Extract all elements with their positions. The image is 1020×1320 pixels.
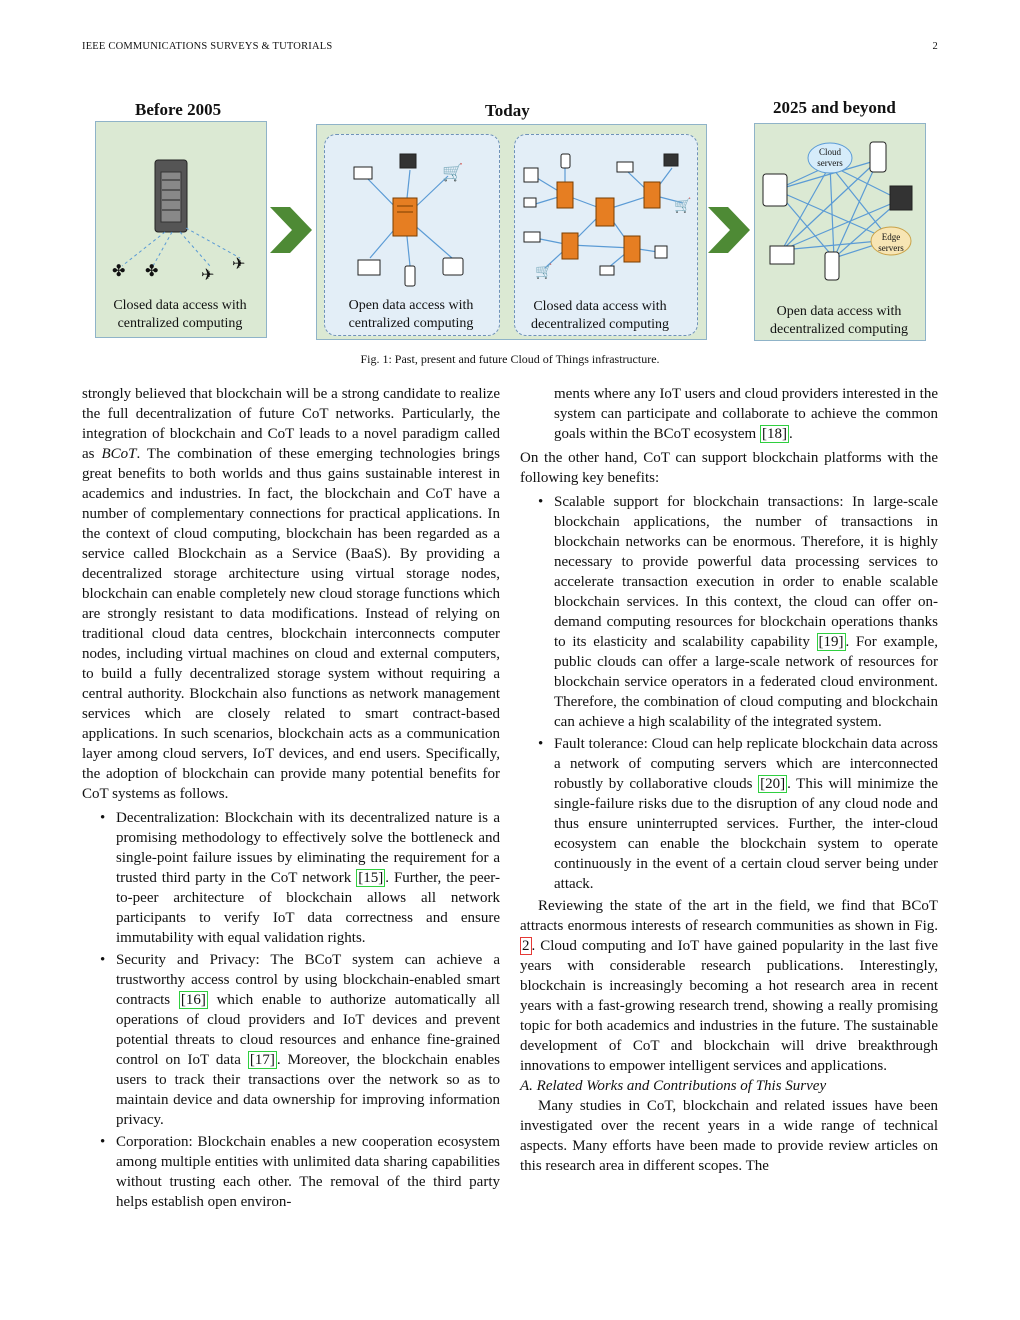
laptop-icon [616, 161, 634, 173]
server-icon [561, 232, 579, 260]
title-before-2005: Before 2005 [135, 100, 222, 119]
phone-icon [404, 265, 416, 287]
router-icon [663, 153, 679, 167]
monitor-icon [599, 265, 615, 276]
list-item: Corporation: Blockchain enables a new co… [82, 1132, 500, 1212]
airplane-icon: ✈ [201, 267, 214, 284]
router-icon [889, 185, 913, 211]
central-server-icon [392, 197, 418, 237]
edge-server-icon [870, 226, 912, 256]
server-icon [556, 181, 574, 209]
figure-1: Before 2005 Today 2025 and beyond ✤ [0, 90, 1020, 350]
tablet-icon [523, 167, 539, 183]
paragraph: strongly believed that blockchain will b… [82, 386, 500, 802]
server-icon [623, 235, 641, 263]
cot-benefits-list: Scalable support for blockchain transact… [520, 492, 938, 894]
cart-icon: 🛒 [442, 162, 463, 182]
figure-link[interactable]: 2 [520, 937, 532, 955]
figure-drawing: ✤ ✤ ✈ ✈ 🛒 [112, 141, 913, 287]
phone-icon [869, 141, 887, 173]
dashed-links [121, 227, 241, 267]
cart-icon: 🛒 [535, 263, 552, 280]
citation-link[interactable]: [19] [816, 633, 846, 651]
paragraph: On the other hand, CoT can support block… [520, 450, 938, 486]
citation-link[interactable]: [16] [178, 991, 208, 1009]
phone-icon [560, 153, 571, 169]
list-item: Fault tolerance: Cloud can help replicat… [520, 734, 938, 894]
chevron-arrow-icon [708, 207, 750, 253]
blockchain-benefits-list: Decentralization: Blockchain with its de… [82, 808, 500, 1212]
drone-icons: ✤ ✤ ✈ ✈ [112, 256, 245, 284]
list-item: Scalable support for blockchain transact… [520, 492, 938, 732]
drone-icon: ✤ [145, 263, 158, 280]
title-2025-beyond: 2025 and beyond [773, 98, 896, 117]
figure-caption: Fig. 1: Past, present and future Cloud o… [360, 352, 660, 366]
section-heading: A. Related Works and Contributions of Th… [520, 1078, 827, 1094]
server-icon [643, 181, 661, 209]
list-item: Security and Privacy: The BCoT system ca… [82, 950, 500, 1130]
tablet-icon [442, 257, 464, 276]
monitor-icon [523, 197, 537, 208]
monitor-icon [357, 259, 381, 276]
router-icon [399, 153, 417, 169]
list-item-continuation: ments where any IoT users and cloud prov… [554, 386, 938, 443]
server-icon [595, 197, 615, 227]
devices-open [353, 153, 464, 287]
subpanel-closed-decentralized [514, 134, 698, 336]
citation-link[interactable]: [20] [758, 775, 788, 793]
cloud-icon [807, 142, 853, 174]
decentral-servers [556, 181, 661, 263]
page-number: 2 [932, 41, 938, 52]
airplane-icon: ✈ [232, 256, 245, 273]
right-column: ments where any IoT users and cloud prov… [520, 384, 938, 1176]
cart-icon: 🛒 [674, 197, 691, 214]
citation-link[interactable]: [15] [356, 869, 386, 887]
server-tower-icon [154, 159, 188, 233]
citation-link[interactable]: [18] [759, 425, 789, 443]
laptop-icon [523, 231, 541, 243]
monitor-icon [769, 245, 795, 265]
title-today: Today [485, 101, 530, 120]
list-item: Decentralization: Blockchain with its de… [82, 808, 500, 948]
page-header: IEEE COMMUNICATIONS SURVEYS & TUTORIALS … [82, 41, 938, 57]
tablet-icon [762, 173, 788, 207]
tablet-icon [654, 245, 668, 259]
left-column: strongly believed that blockchain will b… [82, 384, 500, 1214]
paragraph: Many studies in CoT, blockchain and rela… [520, 1098, 938, 1174]
devices-future [762, 141, 913, 281]
citation-link[interactable]: [17] [247, 1051, 277, 1069]
devices-closed [523, 153, 679, 276]
laptop-icon [353, 166, 373, 180]
chevron-arrow-icon [270, 207, 312, 253]
journal-title: IEEE COMMUNICATIONS SURVEYS & TUTORIALS [82, 41, 333, 52]
phone-icon [824, 251, 840, 281]
paragraph: Reviewing the state of the art in the fi… [520, 898, 938, 1074]
drone-icon: ✤ [112, 263, 125, 280]
